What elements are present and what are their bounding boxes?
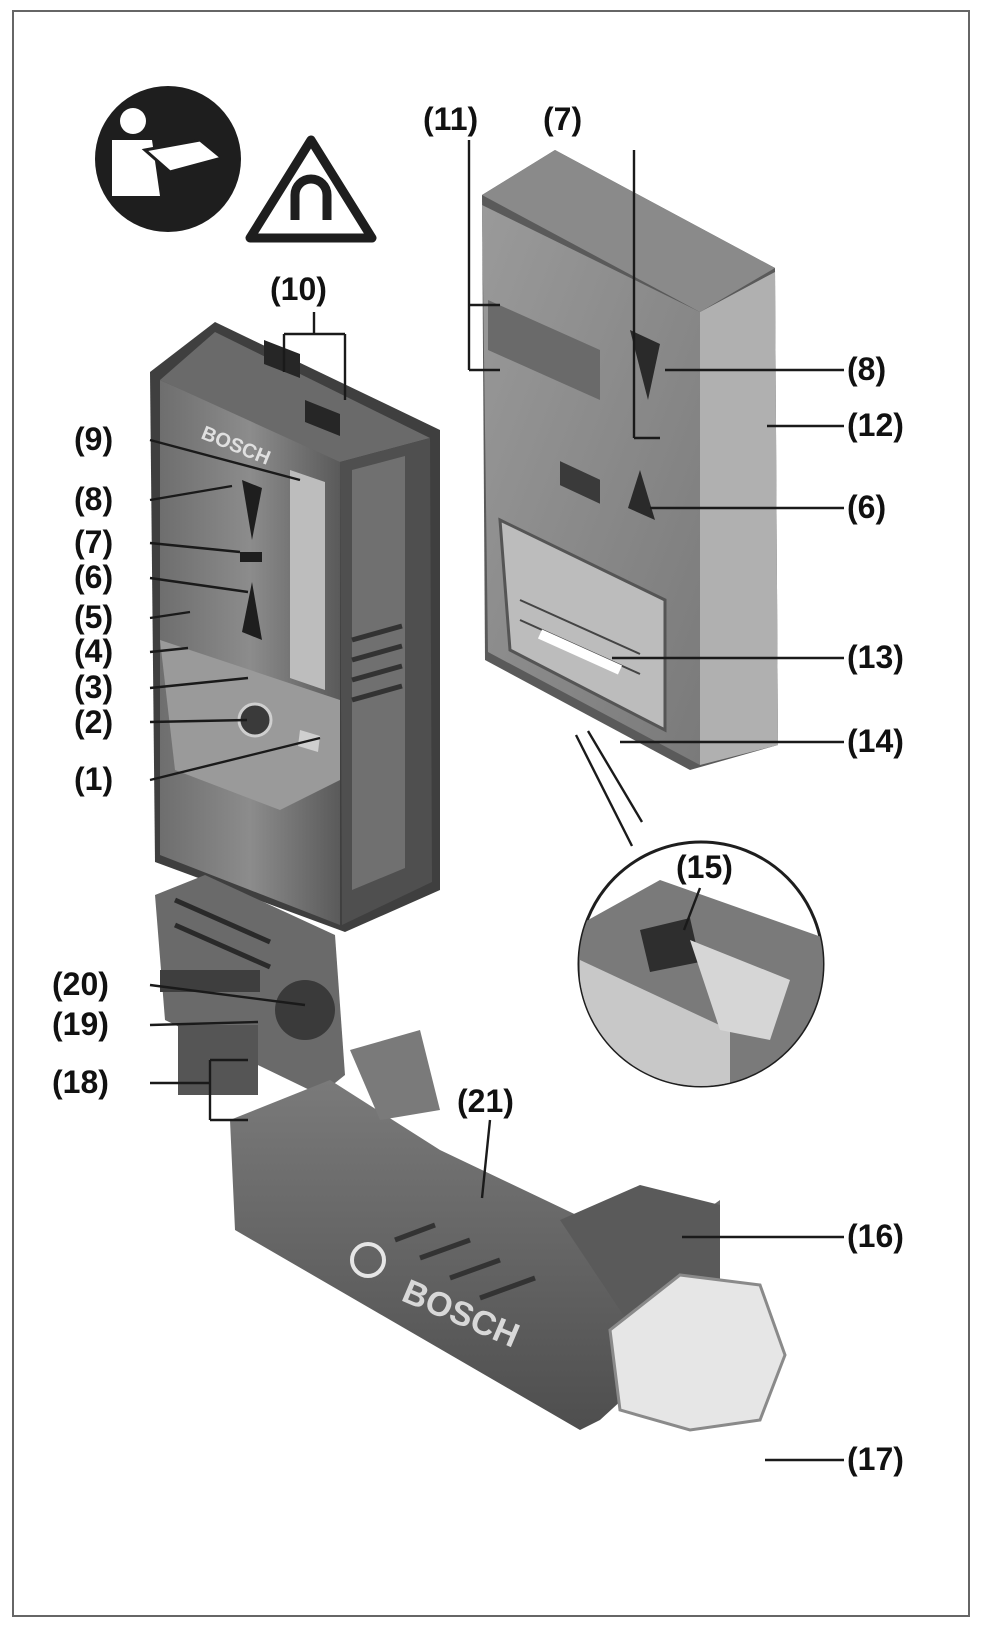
magnet-warning-icon — [245, 135, 377, 243]
callout-7-back: (7) — [543, 101, 582, 137]
read-manual-icon — [95, 86, 241, 232]
detail-zoom-circle — [574, 730, 825, 1088]
callout-4: (4) — [74, 633, 113, 669]
leader-lines — [149, 140, 844, 1462]
callout-3: (3) — [74, 669, 113, 705]
callout-8-back: (8) — [847, 351, 886, 387]
callout-6-back: (6) — [847, 489, 886, 525]
callout-11: (11) — [423, 101, 478, 137]
callout-14: (14) — [847, 723, 904, 759]
receiver-front-body: BOSCH — [150, 322, 440, 932]
callout-labels: (1) (2) (3) (4) (5) (6) (7) (8) (9) (10)… — [52, 101, 904, 1477]
callout-21: (21) — [457, 1083, 514, 1119]
callout-19: (19) — [52, 1006, 109, 1042]
callout-9: (9) — [74, 421, 113, 457]
callout-10: (10) — [270, 271, 327, 307]
callout-16: (16) — [847, 1218, 904, 1254]
callout-18: (18) — [52, 1064, 109, 1100]
callout-2: (2) — [74, 704, 113, 740]
callout-12: (12) — [847, 407, 904, 443]
callout-7: (7) — [74, 524, 113, 560]
mounting-holder: BOSCH — [155, 875, 787, 1432]
callout-13: (13) — [847, 639, 904, 675]
receiver-back-body — [482, 150, 778, 770]
callout-20: (20) — [52, 966, 109, 1002]
callout-15: (15) — [676, 849, 733, 885]
callout-8: (8) — [74, 481, 113, 517]
callout-1: (1) — [74, 761, 113, 797]
callout-5: (5) — [74, 599, 113, 635]
callout-6: (6) — [74, 559, 113, 595]
callout-17: (17) — [847, 1441, 904, 1477]
